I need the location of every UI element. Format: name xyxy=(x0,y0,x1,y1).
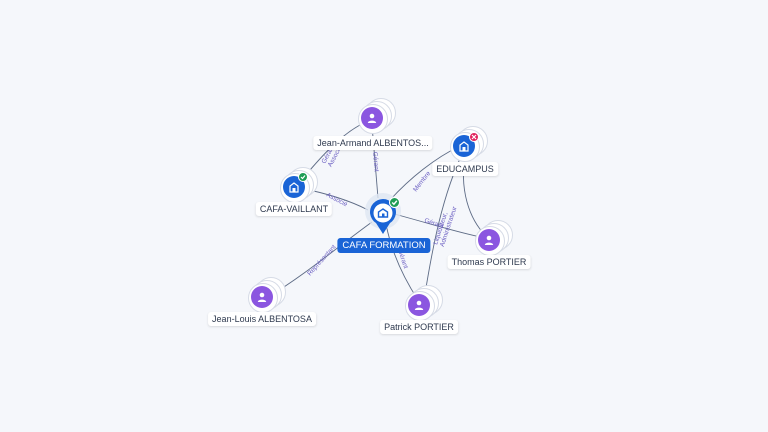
person-icon xyxy=(257,292,267,302)
node-label-patrick[interactable]: Patrick PORTIER xyxy=(380,320,458,334)
person-icon xyxy=(484,235,494,245)
person-avatar xyxy=(408,294,430,316)
node-label-thomas[interactable]: Thomas PORTIER xyxy=(447,255,531,269)
center-node-label[interactable]: CAFA FORMATION xyxy=(337,238,431,253)
edge-label-gerant-top: Gérant xyxy=(371,152,380,173)
person-avatar xyxy=(251,286,273,308)
node-label-cafa-vaillant[interactable]: CAFA-VAILLANT xyxy=(255,202,333,216)
node-label-jean-louis[interactable]: Jean-Louis ALBENTOSA xyxy=(208,312,316,326)
person-avatar xyxy=(478,229,500,251)
person-icon xyxy=(414,300,424,310)
active-badge-icon xyxy=(298,172,308,182)
node-label-educampus[interactable]: EDUCAMPUS xyxy=(432,162,498,176)
edge-label-membre: Membre xyxy=(412,170,432,193)
building-icon xyxy=(377,208,389,218)
person-icon xyxy=(367,113,377,123)
building-icon xyxy=(289,182,299,193)
person-avatar xyxy=(361,107,383,129)
center-node-cafa-formation[interactable] xyxy=(364,192,404,243)
building-icon xyxy=(459,141,469,152)
company-avatar xyxy=(283,176,305,198)
active-badge-icon xyxy=(389,197,400,208)
edge-label-representant: Représentant xyxy=(306,244,337,278)
closed-badge-icon xyxy=(469,132,479,142)
node-label-jean-armand[interactable]: Jean-Armand ALBENTOS... xyxy=(313,136,433,150)
